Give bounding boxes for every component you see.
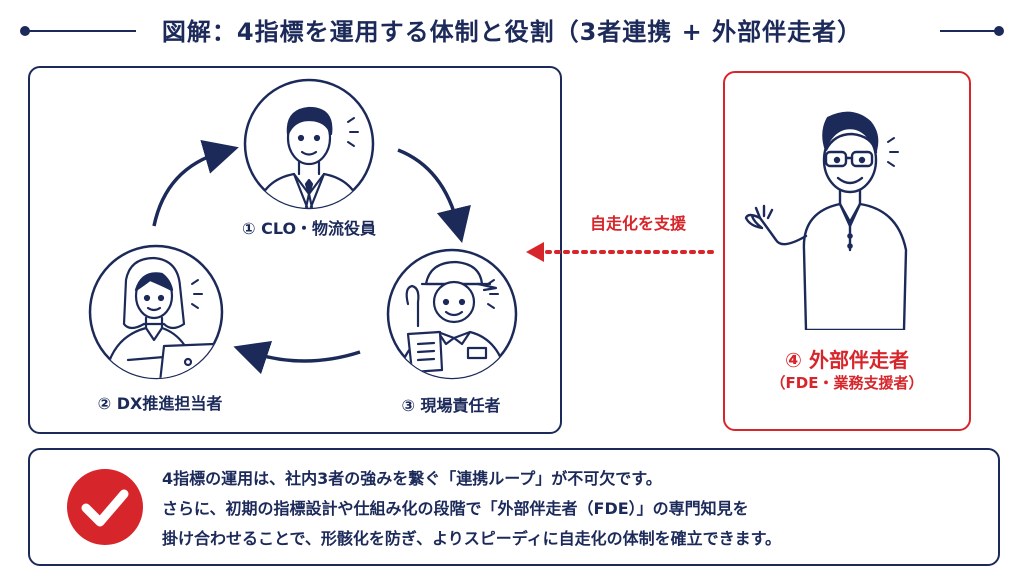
role-label-site: ③ 現場責任者 [401,396,501,415]
summary-text: 4指標の運用は、社内3者の強みを繋ぐ「連携ループ」が不可欠です。 さらに、初期の… [162,464,992,554]
clo-node [236,76,382,212]
fde-title: ④ 外部伴走者 [785,348,909,372]
role-label-clo: ① CLO・物流役員 [241,219,377,238]
internal-roles-panel [28,66,562,434]
title-dot-right [994,26,1004,36]
title-rule-right [940,30,1000,32]
role-label-dx: ② DX推進担当者 [97,394,223,413]
summary-line-1: 4指標の運用は、社内3者の強みを繋ぐ「連携ループ」が不可欠です。 [162,469,662,488]
fde-figure-icon [744,111,908,330]
dx-node [80,240,236,386]
dx-staff-figure-icon [88,244,224,380]
executive-figure-icon [243,78,375,210]
fde-panel [723,71,971,431]
site-node [378,244,526,384]
support-label: 自走化を支援 [590,214,687,233]
check-icon [66,468,144,546]
title-bar: 図解：4指標を運用する体制と役割（3者連携 + 外部伴走者） [0,0,1024,60]
summary-line-2: さらに、初期の指標設計や仕組み化の段階で「外部伴走者（FDE）」の専門知見を [162,499,749,518]
title-dot-left [20,26,30,36]
support-arrow-head [526,242,544,262]
summary-line-3: 掛け合わせることで、形骸化を防ぎ、よりスピーディに自走化の体制を確立できます。 [162,529,782,548]
arrow-site-to-dx [233,340,361,375]
fde-node [742,100,952,330]
title-rule-left [26,30,136,32]
fde-subtitle: （FDE・業務支援者） [770,374,924,392]
summary-box: 4指標の運用は、社内3者の強みを繋ぐ「連携ループ」が不可欠です。 さらに、初期の… [28,448,1000,566]
arrow-clo-to-site [397,148,471,244]
site-manager-figure-icon [386,248,518,380]
arrow-dx-to-clo [152,139,239,227]
page-title: 図解：4指標を運用する体制と役割（3者連携 + 外部伴走者） [161,18,863,46]
